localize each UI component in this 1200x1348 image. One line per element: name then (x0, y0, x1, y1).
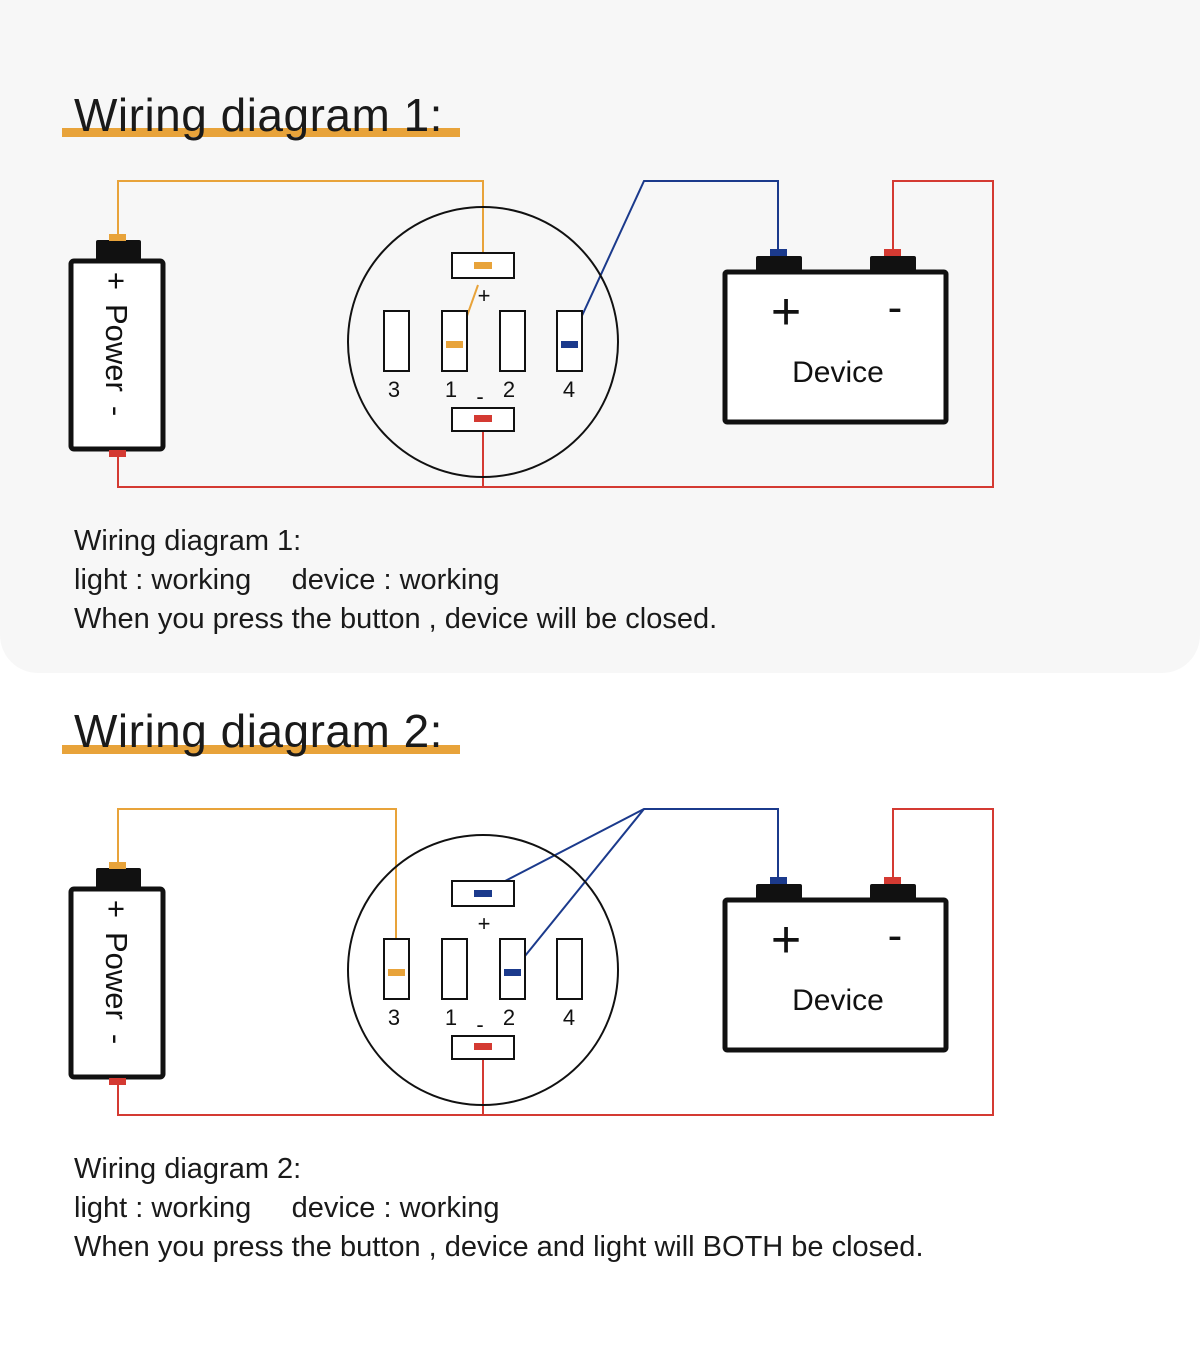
device-plus-terminal (770, 249, 787, 256)
blue-branch-wire (511, 808, 645, 973)
device-block-icon: + - Device (722, 877, 949, 1053)
pin-2 (499, 310, 526, 372)
pin-label-2: 2 (503, 377, 515, 402)
description-note: When you press the button , device and l… (74, 1231, 924, 1263)
device-plus-terminal (770, 877, 787, 884)
switch-terminal-icon: + - 3 1 2 4 (347, 834, 619, 1106)
orange-wire (117, 180, 484, 265)
title-underline (62, 745, 460, 754)
pin-label-2: 2 (503, 1005, 515, 1030)
pin-1 (441, 938, 468, 1000)
pin-4 (556, 938, 583, 1000)
section-title: Wiring diagram 1: (74, 89, 443, 141)
device-label: Device (792, 984, 884, 1017)
description-block: Wiring diagram 1: light : working device… (74, 522, 717, 639)
description-status: light : working device : working (74, 564, 500, 596)
blue-wire (481, 808, 779, 894)
battery-minus-terminal (109, 1078, 126, 1085)
device-minus-label: - (888, 283, 903, 332)
power-label: Power (100, 304, 135, 392)
switch-minus-label: - (476, 1012, 483, 1037)
pin-label-1: 1 (445, 377, 457, 402)
power-plus-label: + (100, 900, 135, 918)
switch-terminal-icon: + - 3 1 2 4 (347, 206, 619, 478)
wiring-diagram-1: + Power - + - 3 1 2 4 (68, 180, 994, 488)
pin-3 (383, 310, 410, 372)
device-plus-label: + (771, 911, 801, 969)
svg-text:+Power-: + Power - (100, 900, 135, 1044)
orange-wire (117, 808, 397, 972)
battery-plus-terminal (109, 862, 126, 869)
battery-icon: + Power - (68, 862, 166, 1085)
title-underline (62, 128, 460, 137)
pin-label-4: 4 (563, 377, 575, 402)
description-heading: Wiring diagram 2: (74, 1153, 302, 1185)
device-plus-label: + (771, 283, 801, 341)
battery-plus-terminal (109, 234, 126, 241)
red-wire (117, 808, 994, 1116)
description-heading: Wiring diagram 1: (74, 525, 302, 557)
device-minus-terminal (884, 249, 901, 256)
wiring-diagram-2: + Power - + - 3 1 2 4 (68, 808, 994, 1116)
wiring-diagram-1-section: Wiring diagram 1: + Power - (0, 0, 1200, 673)
device-label: Device (792, 356, 884, 389)
battery-icon: + Power - (68, 234, 166, 457)
device-minus-label: - (888, 911, 903, 960)
pin-label-4: 4 (563, 1005, 575, 1030)
pin-label-1: 1 (445, 1005, 457, 1030)
section-title: Wiring diagram 2: (74, 705, 443, 757)
svg-text:+Power-: + Power - (100, 272, 135, 416)
power-minus-label: - (100, 1034, 135, 1044)
description-note: When you press the button , device will … (74, 603, 718, 635)
device-minus-terminal (884, 877, 901, 884)
pin-label-3: 3 (388, 1005, 400, 1030)
description-block: Wiring diagram 2: light : working device… (74, 1150, 924, 1267)
battery-minus-terminal (109, 450, 126, 457)
pin-label-3: 3 (388, 377, 400, 402)
description-status: light : working device : working (74, 1192, 500, 1224)
blue-wire (568, 180, 779, 345)
power-minus-label: - (100, 406, 135, 416)
switch-minus-label: - (476, 384, 483, 409)
device-block-icon: + - Device (722, 249, 949, 425)
power-label: Power (100, 932, 135, 1020)
switch-plus-label: + (478, 911, 491, 936)
red-wire (117, 180, 994, 488)
top-panel-background (0, 0, 1200, 673)
power-plus-label: + (100, 272, 135, 290)
wiring-diagram-2-section: Wiring diagram 2: + Power - (0, 628, 1200, 1348)
switch-plus-label: + (478, 283, 491, 308)
